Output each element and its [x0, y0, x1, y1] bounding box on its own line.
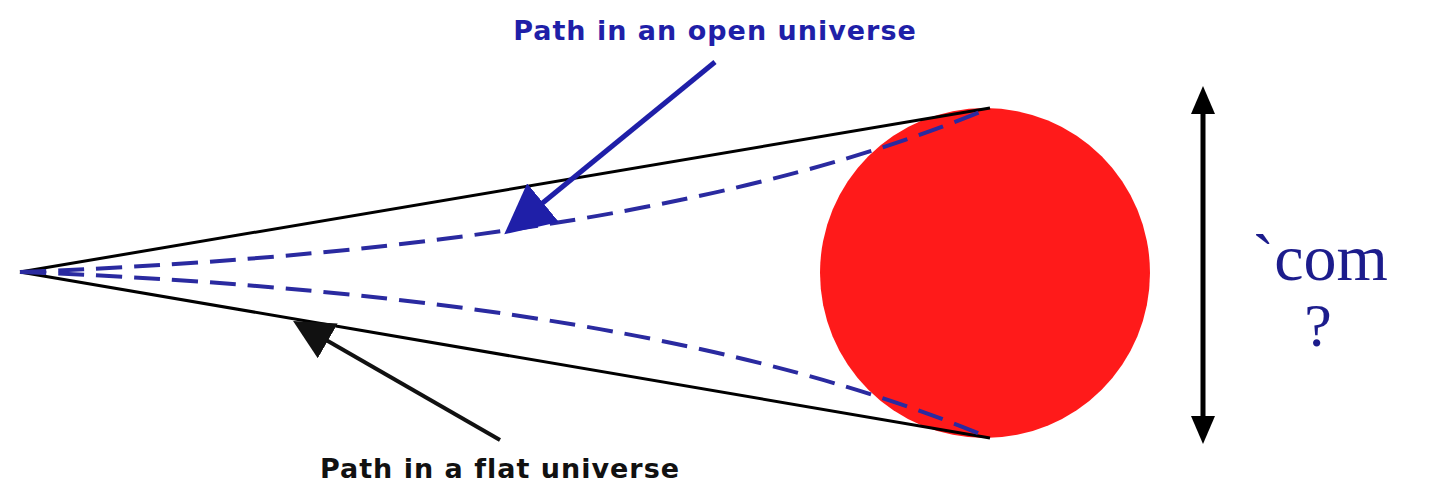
flat-path: [20, 272, 990, 438]
path-label: Path in a flat universe: [320, 453, 680, 484]
dimension-arrow: [1201, 108, 1206, 424]
open-path: [20, 272, 985, 436]
arrowhead: [1191, 86, 1215, 114]
path-label: Path in an open universe: [513, 15, 917, 46]
red-disc: [820, 108, 1150, 438]
flat-path: [20, 108, 990, 272]
dimension-label: ?: [1304, 294, 1332, 356]
leader-arrow: [512, 62, 715, 228]
open-path: [20, 110, 985, 272]
leader-arrow: [300, 325, 500, 440]
dimension-label: ˋcom: [1252, 225, 1388, 291]
arrowhead: [1191, 416, 1215, 444]
